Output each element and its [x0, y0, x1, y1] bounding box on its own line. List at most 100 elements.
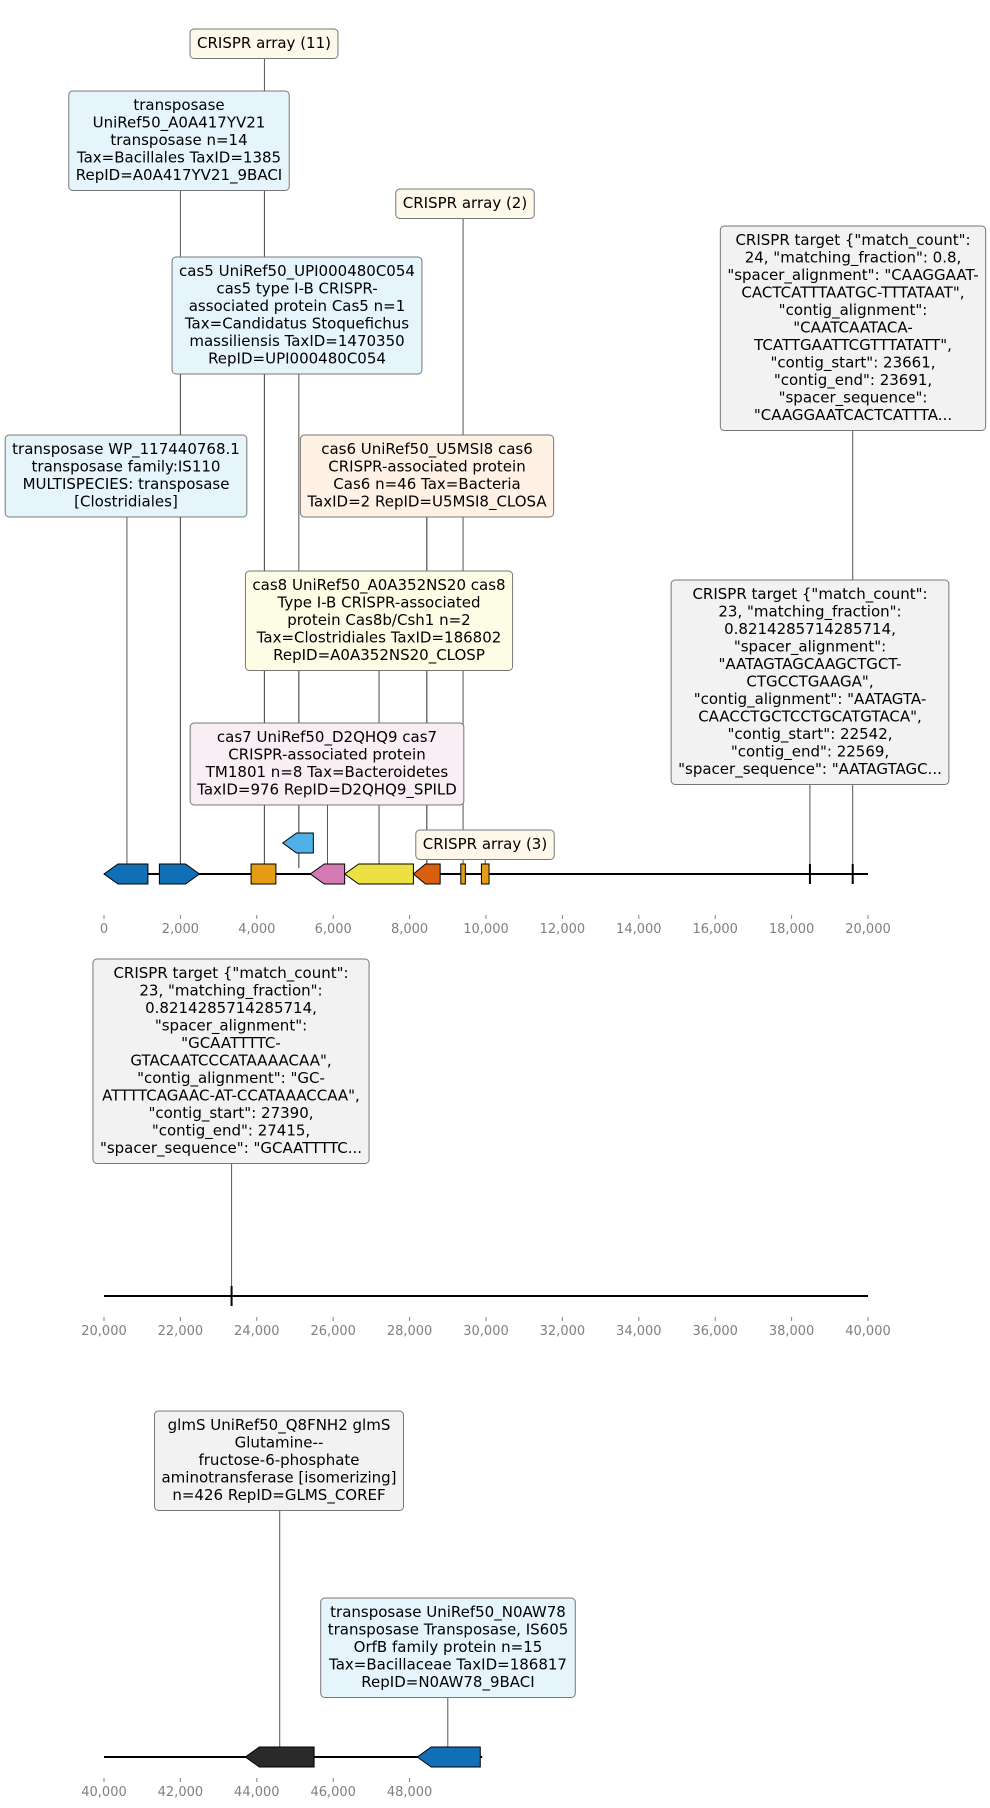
annotation-line: transposase [133, 96, 224, 114]
annotation-box [395, 188, 535, 219]
tick-label: 18,000 [769, 922, 815, 937]
tick-label: 22,000 [158, 1324, 204, 1339]
annotation-crispr-array-3: CRISPR array (3) [415, 829, 555, 860]
annotation-line: ATTTTCAGAAC-AT-CCATAAACCAA", [102, 1087, 360, 1105]
annotation-line: RepID=UPI000480C054 [208, 350, 386, 368]
annotation-line: cas5 type I-B CRISPR- [216, 280, 377, 298]
annotation-line: TCATTGAATTCGTTTATATT", [753, 336, 952, 354]
annotation-line: CRISPR target {"match_count": [692, 585, 927, 604]
tick-label: 12,000 [540, 922, 586, 937]
annotation-line: MULTISPECIES: transposase [23, 475, 230, 493]
annotation-line: CRISPR target {"match_count": [735, 231, 970, 250]
annotation-line: "spacer_sequence": "AATAGTAGC... [678, 760, 942, 779]
tick-label: 20,000 [845, 922, 891, 937]
annotation-cas7: cas7 UniRef50_D2QHQ9 cas7CRISPR-associat… [189, 722, 465, 806]
annotation-line: "contig_end": 22569, [731, 743, 889, 762]
annotation-line: CRISPR-associated protein [228, 746, 425, 764]
transposase-n0aw78-gene-arrow [416, 1746, 481, 1768]
cas6-gene-arrow [412, 863, 441, 885]
annotation-line: aminotransferase [isomerizing] [161, 1469, 396, 1487]
annotation-line: "GCAATTTTC- [181, 1034, 281, 1052]
annotation-line: transposase Transposase, IS605 [328, 1621, 569, 1639]
annotation-line: UniRef50_A0A417YV21 [93, 114, 266, 133]
annotation-line: transposase WP_117440768.1 [12, 440, 240, 459]
annotation-line: CRISPR-associated protein [328, 458, 525, 476]
annotation-line: n=426 RepID=GLMS_COREF [172, 1486, 385, 1505]
tick-label: 20,000 [81, 1324, 127, 1339]
annotation-line: "spacer_sequence": [779, 389, 928, 408]
annotation-box [719, 225, 987, 431]
annotation-box [153, 1410, 405, 1511]
annotation-line: massiliensis TaxID=1470350 [189, 332, 404, 350]
annotation-crispr-target-1: CRISPR target {"match_count":24, "matchi… [719, 225, 987, 431]
cas8-gene-arrow [343, 863, 414, 885]
annotation-line: CRISPR array (3) [423, 835, 547, 853]
tick-label: 48,000 [387, 1785, 433, 1800]
annotation-line: fructose-6-phosphate [198, 1451, 359, 1469]
crispr-array-3-box [480, 863, 490, 885]
annotation-line: Type I-B CRISPR-associated [277, 594, 481, 612]
annotation-line: "CAATCAATACA- [793, 319, 913, 337]
tick-label: 0 [100, 922, 108, 937]
tick-label: 36,000 [692, 1324, 738, 1339]
tick-label: 2,000 [162, 922, 199, 937]
annotation-line: "CAAGGAATCACTCATTTA... [754, 406, 952, 424]
annotation-line: TaxID=976 RepID=D2QHQ9_SPILD [196, 781, 457, 800]
annotation-line: "contig_alignment": "AATAGTA- [694, 690, 927, 709]
annotation-box [4, 434, 248, 518]
tick-label: 40,000 [81, 1785, 127, 1800]
cas5-gene-arrow [250, 863, 277, 885]
transposase-gene-arrow [103, 863, 149, 885]
annotation-line: CRISPR target {"match_count": [113, 964, 348, 983]
annotation-line: GTACAATCCCATAAAACAA", [130, 1052, 331, 1070]
annotation-line: 0.8214285714285714, [145, 999, 317, 1017]
annotation-line: [Clostridiales] [74, 493, 178, 511]
annotation-line: cas8 UniRef50_A0A352NS20 cas8 [252, 576, 505, 595]
annotation-line: transposase UniRef50_N0AW78 [330, 1603, 566, 1622]
tick-label: 40,000 [845, 1324, 891, 1339]
annotation-line: RepID=A0A417YV21_9BACI [76, 166, 282, 185]
annotation-line: Tax=Candidatus Stoquefichus [184, 315, 409, 333]
tick-label: 4,000 [238, 922, 275, 937]
annotation-line: "contig_start": 22542, [727, 725, 892, 744]
annotation-line: "contig_alignment": "GC- [137, 1069, 325, 1088]
annotation-glms: glmS UniRef50_Q8FNH2 glmSGlutamine--fruc… [153, 1410, 405, 1511]
annotation-line: "spacer_alignment": [155, 1017, 307, 1036]
tick-label: 34,000 [616, 1324, 662, 1339]
annotation-line: "contig_start": 23661, [770, 354, 935, 373]
annotation-line: "contig_end": 23691, [774, 371, 932, 390]
annotation-line: protein Cas8b/Csh1 n=2 [287, 611, 470, 629]
annotation-box [299, 434, 555, 518]
annotation-line: Tax=Bacillales TaxID=1385 [76, 149, 281, 167]
annotation-crispr-array-11: CRISPR array (11) [189, 28, 339, 59]
crispr-array-2-box [460, 863, 466, 885]
annotation-line: CAACCTGCTCCTGCATGTACA", [698, 708, 922, 726]
annotation-line: TM1801 n=8 Tax=Bacteroidetes [205, 763, 449, 781]
annotation-line: TaxID=2 RepID=U5MSI8_CLOSA [306, 493, 547, 512]
tick-label: 46,000 [310, 1785, 356, 1800]
annotation-line: Tax=Clostridiales TaxID=186802 [256, 629, 502, 647]
annotation-line: CRISPR array (11) [197, 34, 331, 52]
tick-label: 6,000 [315, 922, 352, 937]
annotation-line: "contig_alignment": [779, 301, 928, 320]
annotation-box [320, 1597, 576, 1698]
annotation-box [670, 579, 950, 785]
tick-label: 10,000 [463, 922, 509, 937]
annotation-line: CTGCCTGAAGA", [746, 673, 873, 691]
annotation-line: transposase n=14 [110, 131, 247, 149]
glms-gene-arrow [244, 1746, 315, 1768]
annotation-line: 0.8214285714285714, [724, 620, 896, 638]
annotation-line: "spacer_sequence": "GCAATTTTC... [100, 1139, 362, 1158]
cas7-gene-arrow [309, 863, 346, 885]
annotation-crispr-target-2: CRISPR target {"match_count":23, "matchi… [670, 579, 950, 785]
annotation-crispr-array-2: CRISPR array (2) [395, 188, 535, 219]
